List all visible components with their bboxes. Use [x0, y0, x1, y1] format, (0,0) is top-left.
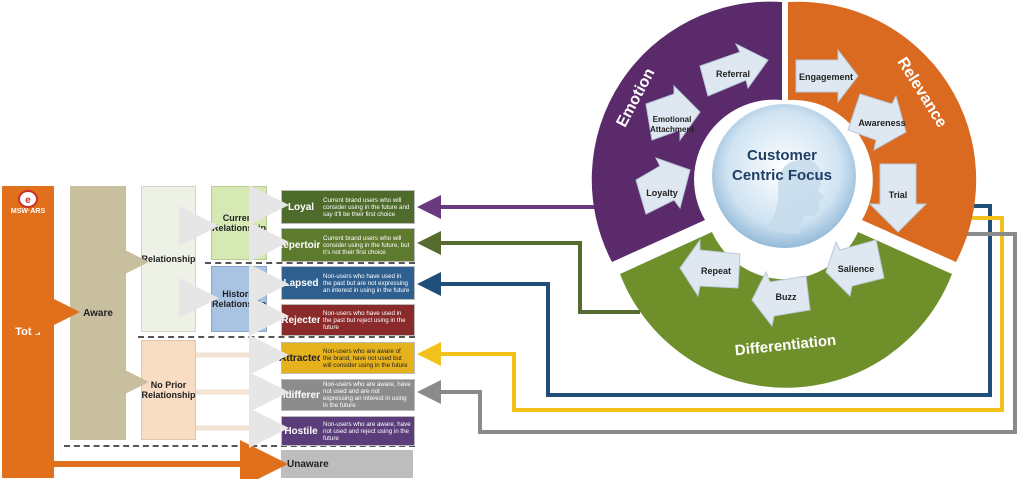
- historic-label-2: Relationship: [212, 299, 267, 309]
- face-silhouette-icon: [766, 159, 824, 234]
- unaware-label: Unaware: [287, 458, 329, 470]
- diff-to-repertoire-line: [417, 231, 640, 314]
- relevance-to-indifferent-line: [417, 232, 1017, 434]
- emotional-attachment-arrow: Emotional Attachment: [645, 84, 701, 142]
- repeat-arrow: Repeat: [679, 238, 741, 298]
- svg-text:Attachment: Attachment: [650, 125, 694, 134]
- msw-ars-logo: e MSW·ARS: [4, 188, 52, 218]
- trial-arrow: Trial: [868, 163, 928, 233]
- svg-text:Trial: Trial: [889, 190, 908, 200]
- svg-text:e: e: [25, 195, 31, 206]
- no-prior-label-1: No Prior: [150, 380, 187, 390]
- segment-description: Non-users who are aware, have not used a…: [320, 417, 414, 445]
- relationship-label: Relationship: [141, 254, 196, 264]
- svg-text:Buzz: Buzz: [776, 292, 797, 302]
- relevance-to-lapsed-line: [417, 204, 992, 397]
- svg-text:Loyalty: Loyalty: [646, 188, 678, 198]
- no-prior-label-2: Relationship: [141, 390, 196, 400]
- referral-arrow: Referral: [699, 42, 769, 97]
- segment-description: Non-users who are aware, have not used a…: [320, 380, 414, 410]
- no-prior-relationship-box: No Prior Relationship: [141, 340, 196, 440]
- svg-text:Emotional: Emotional: [653, 115, 692, 124]
- current-label-1: Current: [222, 213, 256, 223]
- svg-text:Repeat: Repeat: [701, 266, 731, 276]
- center-line-2: Centric Focus: [732, 167, 832, 184]
- segment-description: Current brand users who will consider us…: [320, 229, 414, 261]
- awareness-arrow: Awareness: [847, 93, 907, 151]
- logo-text: MSW·ARS: [10, 208, 46, 215]
- unaware-box: Unaware: [281, 450, 413, 478]
- logo-icon: e: [18, 190, 38, 208]
- svg-text:Awareness: Awareness: [858, 118, 905, 128]
- segment-description: Current brand users who will consider us…: [320, 191, 414, 223]
- engagement-arrow: Engagement: [795, 48, 859, 104]
- svg-text:Referral: Referral: [716, 69, 750, 79]
- loyalty-arrow: Loyalty: [635, 157, 691, 215]
- current-label-2: Relationship: [212, 223, 267, 233]
- separator-3: [64, 445, 415, 447]
- svg-text:Engagement: Engagement: [799, 72, 853, 82]
- relevance-to-attracted-line: [417, 216, 1004, 412]
- segment-description: Non-users who have used in the past but …: [320, 305, 414, 335]
- center-line-1: Customer: [747, 147, 817, 164]
- aware-label: Aware: [83, 307, 113, 319]
- svg-text:Salience: Salience: [838, 264, 875, 274]
- salience-arrow: Salience: [825, 239, 885, 298]
- segment-description: Non-users who are aware of the brand, ha…: [320, 343, 414, 373]
- buzz-arrow: Buzz: [751, 270, 811, 328]
- historic-label-1: Historic: [222, 289, 256, 299]
- segment-description: Non-users who have used in the past but …: [320, 267, 414, 299]
- separator-1: [205, 262, 415, 264]
